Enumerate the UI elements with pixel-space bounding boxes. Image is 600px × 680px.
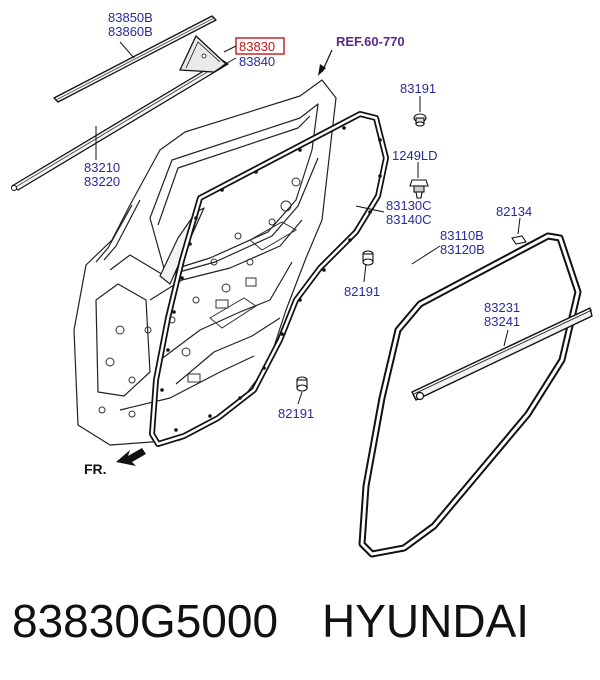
label-83120B: 83120B [440, 242, 485, 257]
window-channel [53, 15, 217, 103]
plug-82191-upper [362, 250, 374, 266]
label-1249LD: 1249LD [392, 148, 438, 163]
label-83110B: 83110B [440, 228, 484, 243]
label-83241: 83241 [484, 314, 520, 329]
label-83840: 83840 [239, 54, 275, 69]
label-83850B: 83850B [108, 10, 153, 25]
label-ref: REF.60-770 [336, 34, 405, 49]
label-83860B: 83860B [108, 24, 153, 39]
label-front: FR. [84, 461, 107, 477]
part-number: 83830G5000 [12, 595, 279, 647]
clip-82134 [511, 235, 527, 245]
front-arrow-icon [116, 448, 146, 466]
ref-arrow [318, 49, 333, 76]
parts-diagram: 83850B 83860B 83830 83840 REF.60-770 831… [11, 10, 593, 558]
part-caption: 83830G5000 HYUNDAI [12, 594, 592, 664]
door-seal [149, 111, 389, 447]
leader-lines [95, 41, 521, 405]
label-83210: 83210 [84, 160, 120, 175]
door-holes [98, 177, 301, 418]
label-82134: 82134 [496, 204, 532, 219]
target-part-highlight [235, 37, 285, 55]
door-shell [73, 79, 337, 446]
secondary-seal [411, 307, 593, 401]
bolt-1249LD [409, 179, 429, 199]
label-83231: 83231 [484, 300, 520, 315]
delta-cover [179, 35, 227, 73]
seal-clips [160, 126, 382, 432]
label-83130C: 83130C [386, 198, 432, 213]
part-labels: 83850B 83860B 83830 83840 REF.60-770 831… [84, 10, 532, 477]
clip-83191 [413, 113, 427, 127]
label-83191: 83191 [400, 81, 436, 96]
label-83220: 83220 [84, 174, 120, 189]
belt-moulding [11, 59, 229, 191]
label-83140C: 83140C [386, 212, 432, 227]
body-weatherstrip [358, 232, 582, 558]
label-83830: 83830 [239, 39, 275, 54]
plug-82191-lower [296, 376, 308, 392]
label-82191-upper: 82191 [344, 284, 380, 299]
brand-name: HYUNDAI [322, 595, 530, 647]
label-82191-lower: 82191 [278, 406, 314, 421]
